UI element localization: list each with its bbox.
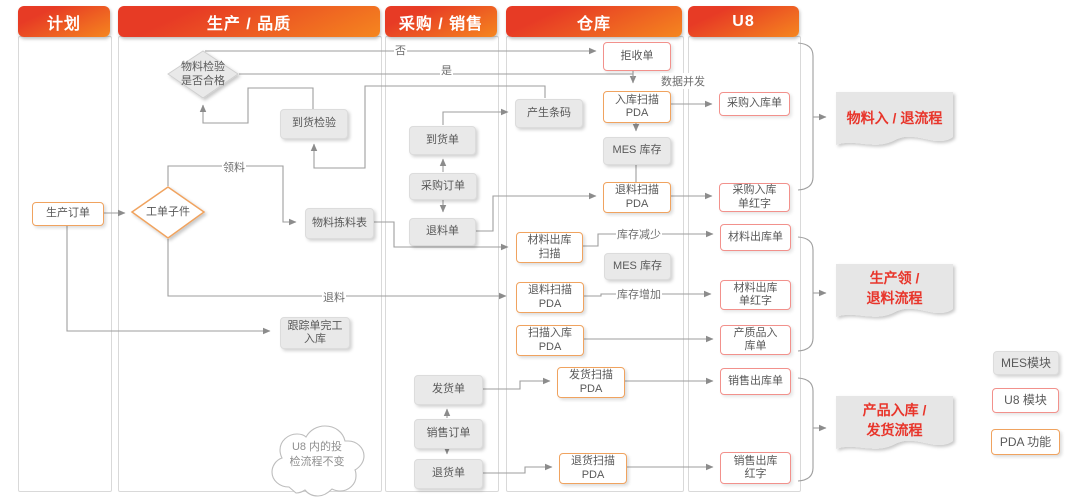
decision-material-inspection-shape <box>167 50 239 99</box>
bracket-material-flow <box>797 42 814 191</box>
edge-return-material <box>167 239 507 300</box>
legend-mes-module: MES模块 <box>993 351 1059 375</box>
node-inbound-scan-pda: 入库扫描 PDA <box>603 91 671 123</box>
flag-production-flow-shape <box>836 264 953 317</box>
node-reject-note: 拒收单 <box>603 42 671 71</box>
lane-header-plan: 计划 <box>18 6 110 37</box>
decision-material-inspection-label: 物料检验 是否合格 <box>181 60 225 87</box>
node-delivery-note: 发货单 <box>414 375 483 405</box>
node-material-picking-list: 物料拣料表 <box>305 208 374 239</box>
cloud-note-label: U8 内的投 检流程不变 <box>289 440 345 468</box>
node-sales-return-scan-pda: 退货扫描 PDA <box>559 453 627 484</box>
cloud-shape <box>271 425 365 497</box>
node-material-outbound-red: 材料出库 单红字 <box>720 280 791 310</box>
edge-decision-yes-to-inbound-scan <box>239 73 637 84</box>
legend-pda-function: PDA 功能 <box>991 429 1060 455</box>
node-material-outbound-scan: 材料出库 扫描 <box>516 232 583 263</box>
edge-return-note-to-return-scan <box>474 192 597 232</box>
edge-label-no: 否 <box>394 42 407 58</box>
decision-work-order-parts-label: 工单子件 <box>146 206 190 219</box>
decision-work-order-parts-shape <box>130 186 206 239</box>
node-material-return-note: 退料单 <box>409 218 476 246</box>
flag-product-flow-shape <box>836 396 953 449</box>
node-arrival-note: 到货单 <box>409 126 476 155</box>
edge-arrival-inspection-to-decision <box>199 87 314 124</box>
edge-label-inventory-increase: 库存增加 <box>616 286 662 302</box>
node-sales-outbound-note: 销售出库单 <box>720 368 791 395</box>
node-sales-order: 销售订单 <box>414 419 483 449</box>
lane-title: 采购 / 销售 <box>398 15 484 33</box>
edge-production-order-to-tracking <box>66 224 271 335</box>
edge-label-return-material: 退料 <box>322 289 346 305</box>
node-material-outbound-note: 材料出库单 <box>720 224 791 251</box>
lane-body-plan <box>18 36 112 492</box>
node-production-order: 生产订单 <box>32 202 104 226</box>
flag-product-flow-label: 产品入库 / 发货流程 <box>862 401 927 438</box>
lane-header-u8: U8 <box>688 6 799 37</box>
lane-header-purchase-sales: 采购 / 销售 <box>385 6 497 37</box>
lane-title: 仓库 <box>576 15 611 33</box>
edge-pick-material <box>167 165 297 226</box>
node-mes-inventory-2: MES 库存 <box>604 253 671 280</box>
node-generate-barcode: 产生条码 <box>515 99 583 128</box>
edges <box>66 42 827 482</box>
node-purchase-inbound-red: 采购入库 单红字 <box>719 183 790 212</box>
legend-u8-module: U8 模块 <box>992 388 1059 413</box>
node-arrival-inspection: 到货检验 <box>280 109 348 139</box>
node-sales-outbound-red: 销售出库 红字 <box>720 452 791 484</box>
lane-title: 计划 <box>46 15 81 33</box>
node-purchase-order: 采购订单 <box>409 173 477 200</box>
edge-picking-list-to-outbound-scan <box>372 221 509 251</box>
lane-header-warehouse: 仓库 <box>506 6 682 37</box>
edge-delivery-note-to-delivery-scan <box>481 377 551 390</box>
flag-material-flow-shape <box>836 92 953 145</box>
edge-arrival-note-to-barcode <box>442 108 509 125</box>
node-mes-inventory-1: MES 库存 <box>603 137 671 165</box>
node-finished-goods-inbound: 产质品入 库单 <box>720 325 791 355</box>
node-return-scan-pda-2: 退料扫描 PDA <box>516 282 584 313</box>
bracket-production-flow <box>797 236 814 352</box>
node-delivery-scan-pda: 发货扫描 PDA <box>557 367 625 398</box>
edge-label-pick-material: 领料 <box>222 159 246 175</box>
node-tracking-completion: 跟踪单完工 入库 <box>280 317 350 349</box>
node-return-scan-pda-1: 退料扫描 PDA <box>603 182 671 213</box>
node-sales-return-note: 退货单 <box>414 459 483 489</box>
node-purchase-inbound-note: 采购入库单 <box>719 92 790 116</box>
flag-material-flow-label: 物料入 / 退流程 <box>846 109 943 126</box>
edge-sales-return-to-return-scan <box>481 463 553 474</box>
flag-production-flow-label: 生产领 / 退料流程 <box>866 269 923 306</box>
edge-barcode-to-arrival-inspection <box>310 85 546 169</box>
node-scan-inbound-pda: 扫描入库 PDA <box>516 325 584 356</box>
edge-label-yes: 是 <box>440 62 453 78</box>
lane-title: 生产 / 品质 <box>206 15 292 33</box>
lane-title: U8 <box>732 12 755 30</box>
lane-header-production-quality: 生产 / 品质 <box>118 6 380 37</box>
edge-label-data-concurrent: 数据并发 <box>660 73 706 89</box>
edge-label-inventory-decrease: 库存减少 <box>616 226 662 242</box>
bracket-product-flow <box>797 377 814 482</box>
flag-shapes <box>836 92 953 449</box>
